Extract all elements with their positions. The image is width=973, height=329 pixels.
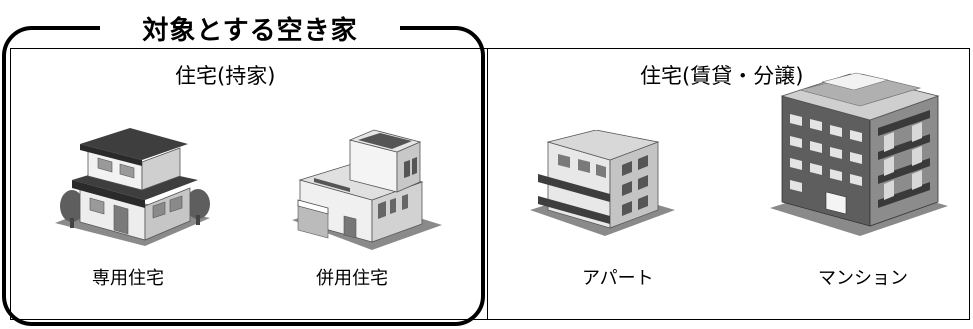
detached-house-icon [55, 128, 210, 246]
diagram-title: 対象とする空き家 [142, 15, 358, 46]
condominium-icon [770, 72, 948, 236]
item-label-apartment: アパート [582, 268, 654, 289]
section-label-rental: 住宅(賃貸・分譲) [640, 64, 804, 88]
item-label-condominium: マンション [818, 268, 908, 289]
section-label-owned: 住宅(持家) [175, 64, 276, 88]
outer-frame [10, 48, 970, 320]
apartment-icon [530, 130, 675, 236]
item-label-shop-house: 併用住宅 [316, 268, 388, 289]
section-divider [487, 48, 488, 320]
title-banner: 対象とする空き家 [100, 10, 400, 46]
shop-house-icon [292, 129, 442, 250]
item-label-detached-house: 専用住宅 [92, 268, 164, 289]
